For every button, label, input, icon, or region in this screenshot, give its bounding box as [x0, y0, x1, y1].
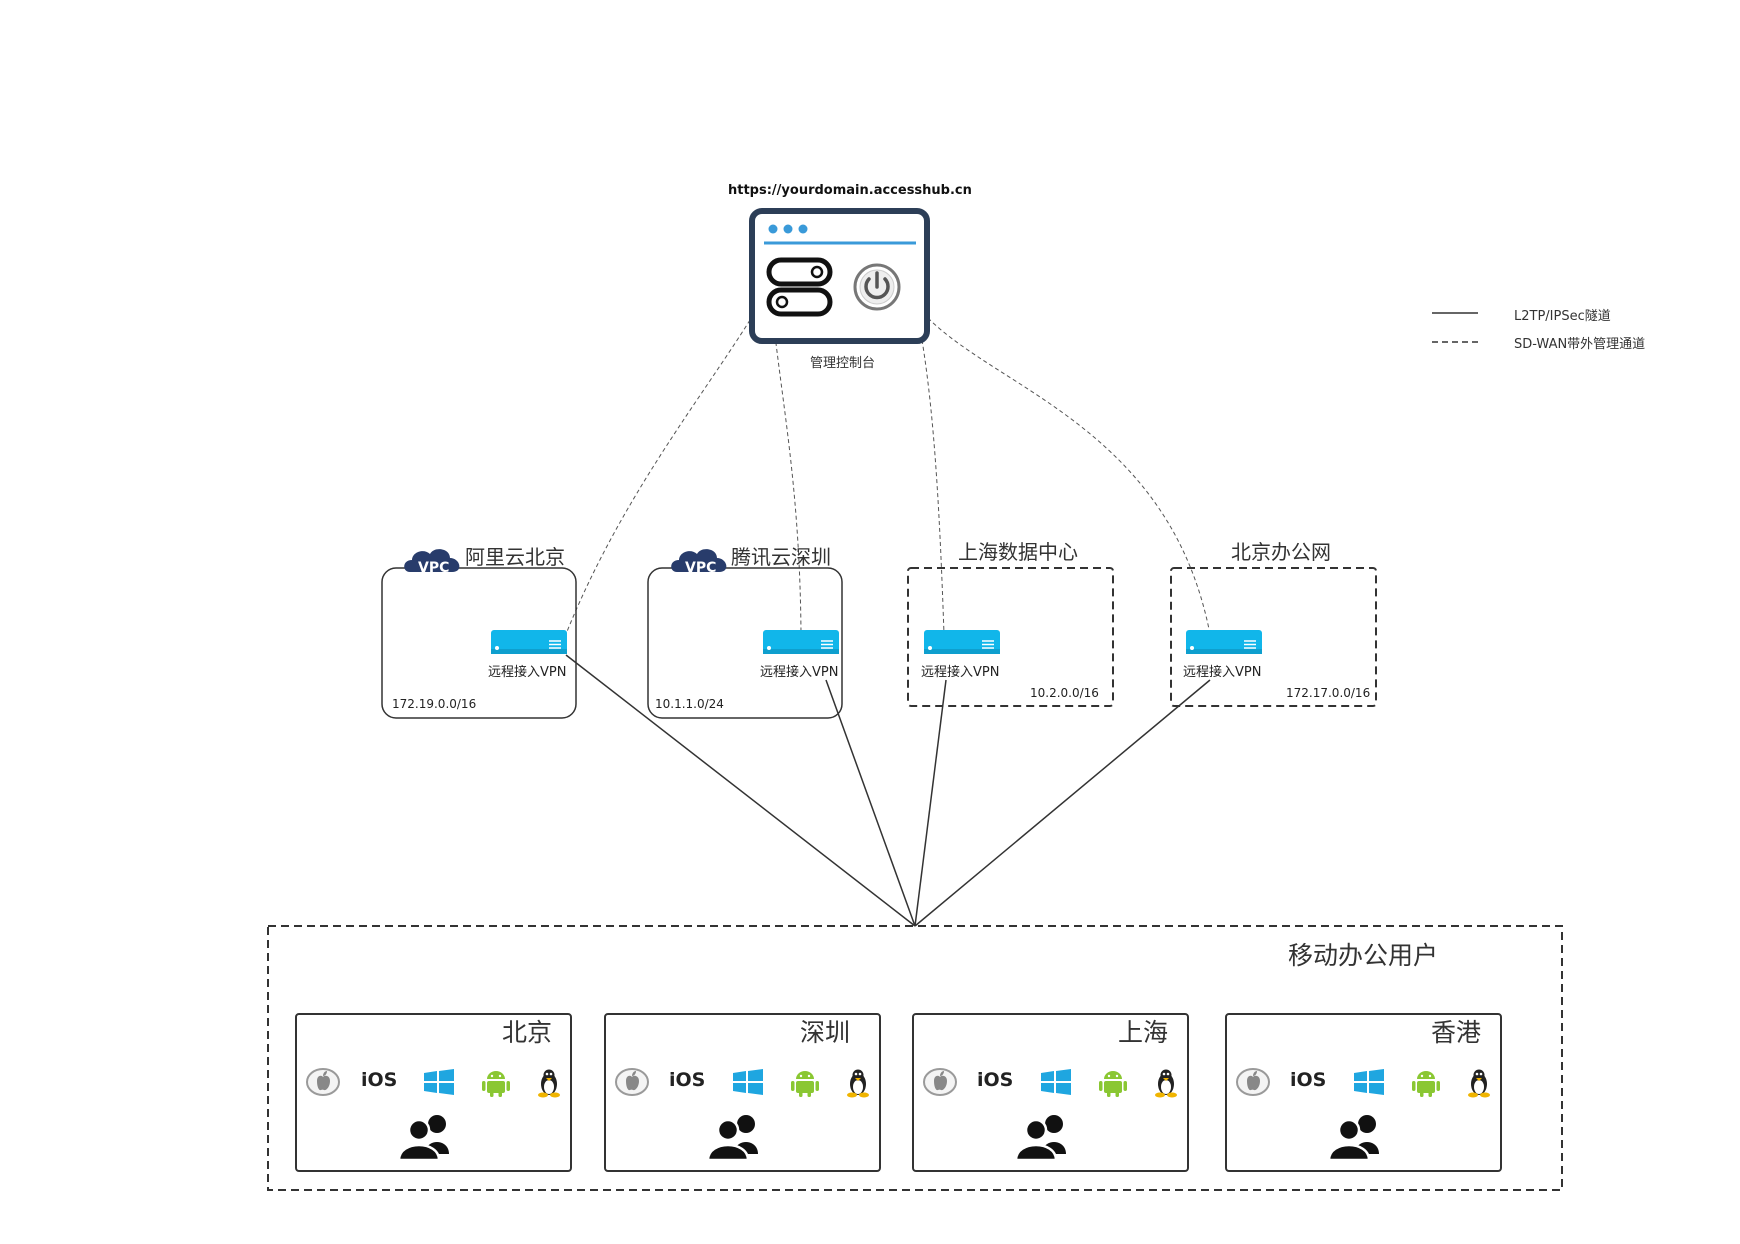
ios-label: iOS — [1290, 1069, 1327, 1091]
apple-icon — [923, 1068, 957, 1096]
mgmt-path-1 — [565, 319, 751, 635]
site-title: 北京办公网 — [1231, 540, 1331, 564]
apple-icon — [615, 1068, 649, 1096]
users-icon — [1014, 1113, 1068, 1162]
mgmt-path-4 — [927, 317, 1211, 635]
vpn-gateway-icon[interactable] — [490, 629, 568, 655]
toggle-switch-icon — [766, 257, 833, 317]
mobile-users-container — [267, 925, 1563, 1191]
tunnel-line-3 — [914, 679, 947, 927]
user-group — [912, 1013, 1189, 1172]
ios-label: iOS — [361, 1069, 398, 1091]
tunnel-line-4 — [914, 679, 1211, 927]
windows-icon — [1354, 1069, 1384, 1095]
vpn-label: 远程接入VPN — [760, 665, 839, 680]
city-label: 上海 — [1118, 1018, 1169, 1047]
linux-icon — [847, 1069, 869, 1098]
subnet-cidr: 172.17.0.0/16 — [1286, 686, 1371, 700]
vpn-gateway-icon[interactable] — [762, 629, 840, 655]
windows-icon — [1041, 1069, 1071, 1095]
vpn-label: 远程接入VPN — [488, 665, 567, 680]
vpn-gateway-icon[interactable] — [1185, 629, 1263, 655]
power-icon — [853, 263, 901, 311]
android-icon — [1412, 1071, 1440, 1097]
city-label: 深圳 — [800, 1018, 851, 1047]
subnet-cidr: 10.2.0.0/16 — [1030, 686, 1099, 700]
ios-label: iOS — [977, 1069, 1014, 1091]
users-icon — [1327, 1113, 1381, 1162]
site-aliyun-beijing — [381, 549, 577, 719]
site-title: 阿里云北京 — [465, 545, 565, 569]
users-icon — [706, 1113, 760, 1162]
subnet-cidr: 10.1.1.0/24 — [655, 697, 724, 711]
legend-dashed-label: SD-WAN带外管理通道 — [1514, 337, 1646, 352]
windows-icon — [733, 1069, 763, 1095]
windows-icon — [424, 1069, 454, 1095]
management-console[interactable] — [749, 208, 930, 344]
vpn-label: 远程接入VPN — [1183, 665, 1262, 680]
console-url[interactable]: https://yourdomain.accesshub.cn — [728, 183, 972, 198]
site-tencent-shenzhen — [647, 549, 843, 719]
city-label: 香港 — [1431, 1018, 1482, 1047]
user-group — [295, 1013, 572, 1172]
legend-solid-label: L2TP/IPSec隧道 — [1514, 309, 1611, 324]
tunnel-line-2 — [825, 679, 916, 927]
site-title: 腾讯云深圳 — [731, 545, 831, 569]
management-paths — [565, 317, 1211, 635]
mgmt-path-3 — [921, 339, 945, 635]
apple-icon — [1236, 1068, 1270, 1096]
linux-icon — [1468, 1069, 1490, 1098]
vpc-badge: VPC — [685, 560, 717, 576]
tunnel-line-1 — [565, 654, 916, 927]
user-group — [1225, 1013, 1502, 1172]
vpn-label: 远程接入VPN — [921, 665, 1000, 680]
users-icon — [397, 1113, 451, 1162]
android-icon — [1099, 1071, 1127, 1097]
android-icon — [482, 1071, 510, 1097]
mgmt-path-2 — [774, 334, 802, 635]
tunnel-lines — [565, 654, 1211, 927]
linux-icon — [1155, 1069, 1177, 1098]
vpc-badge: VPC — [418, 560, 450, 576]
site-title: 上海数据中心 — [958, 540, 1078, 564]
vpn-gateway-icon[interactable] — [923, 629, 1001, 655]
console-label: 管理控制台 — [810, 356, 876, 371]
legend — [1432, 312, 1478, 343]
ios-label: iOS — [669, 1069, 706, 1091]
user-group — [604, 1013, 881, 1172]
subnet-cidr: 172.19.0.0/16 — [392, 697, 477, 711]
android-icon — [791, 1071, 819, 1097]
apple-icon — [306, 1068, 340, 1096]
linux-icon — [538, 1069, 560, 1098]
mobile-users-title: 移动办公用户 — [1288, 941, 1439, 970]
city-label: 北京 — [502, 1018, 553, 1047]
